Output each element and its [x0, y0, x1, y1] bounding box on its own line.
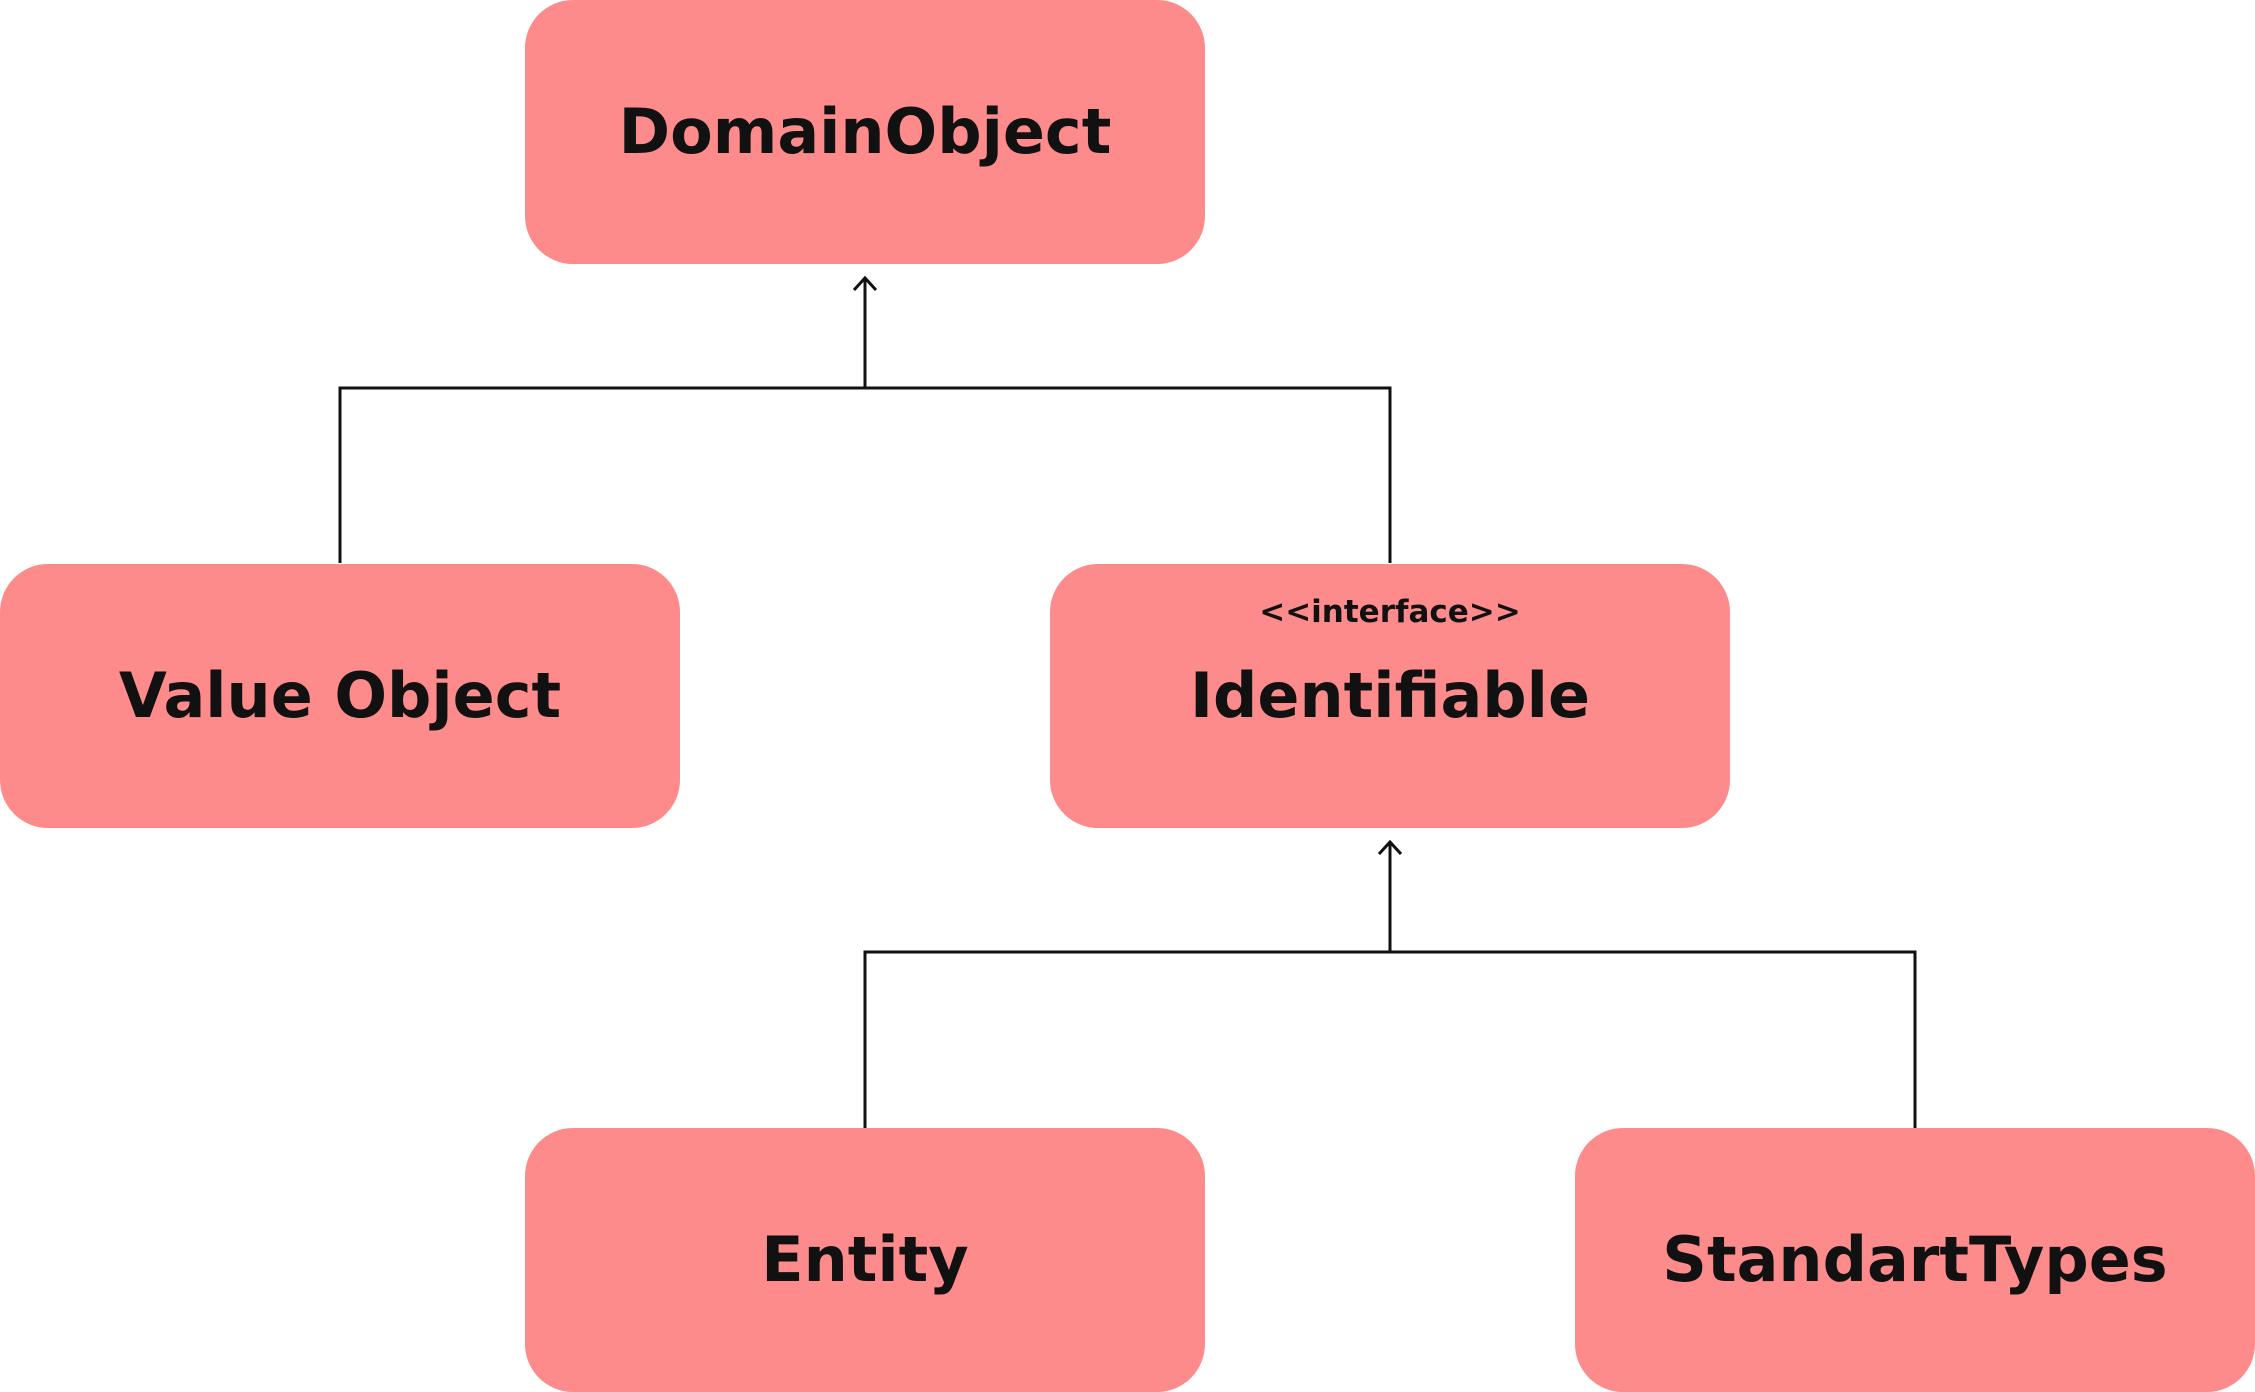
entity-box: Entity — [525, 1128, 1205, 1392]
arrowhead-identifiable — [1377, 839, 1403, 856]
connector-entity-to-identifiable — [863, 842, 1392, 1128]
identifiable-box: <<interface>> Identifiable — [1050, 564, 1730, 828]
domain-object-box: DomainObject — [525, 0, 1205, 264]
value-object-box: Value Object — [0, 564, 680, 828]
standart-types-label: StandartTypes — [1662, 1223, 2168, 1296]
arrowhead-domain-object — [852, 275, 878, 292]
value-object-label: Value Object — [118, 659, 562, 732]
connector-value-object-to-domain-object — [338, 278, 867, 563]
domain-object-label: DomainObject — [618, 95, 1112, 168]
interface-stereotype: <<interface>> — [1259, 594, 1521, 630]
standart-types-box: StandartTypes — [1575, 1128, 2255, 1392]
entity-label: Entity — [761, 1223, 969, 1296]
identifiable-label: Identifiable — [1189, 659, 1590, 732]
connector-standart-types-to-identifiable — [1390, 950, 1917, 1128]
connector-identifiable-to-domain-object — [865, 386, 1392, 563]
